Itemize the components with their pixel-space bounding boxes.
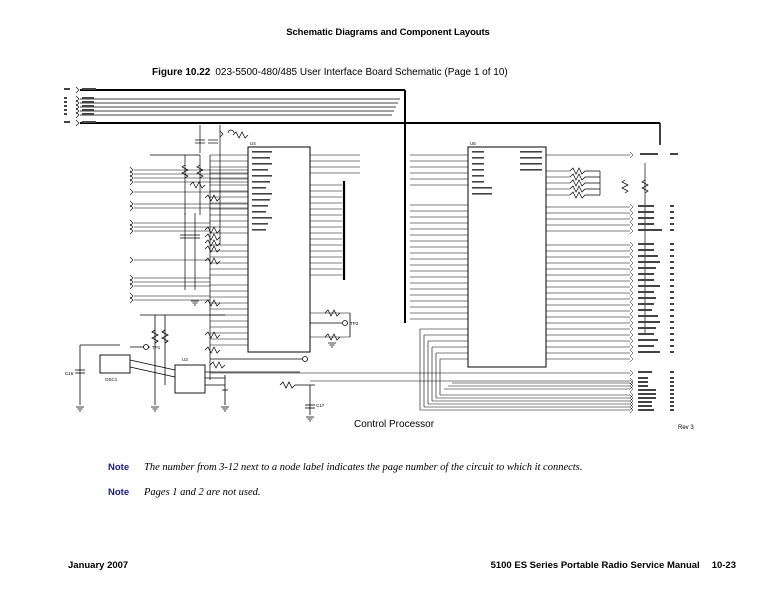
schematic-diagram: U4 U5 OSC1 U3 TP1 TP2 C16 C17 xyxy=(64,86,678,422)
note-2: Note Pages 1 and 2 are not used. xyxy=(108,486,261,498)
tp2-label: TP2 xyxy=(350,321,359,326)
note-text: The number from 3-12 next to a node labe… xyxy=(144,462,583,473)
c17-label: C17 xyxy=(316,403,325,408)
manual-title: 5100 ES Series Portable Radio Service Ma… xyxy=(490,560,700,571)
schematic-caption: Control Processor xyxy=(354,419,435,430)
u5-label: U5 xyxy=(470,141,476,146)
figure-caption: Figure 10.22 023-5500-480/485 User Interf… xyxy=(152,67,508,78)
osc-label: OSC1 xyxy=(105,377,118,382)
c16-label: C16 xyxy=(65,371,74,376)
note-label: Note xyxy=(108,462,130,473)
figure-title: 023-5500-480/485 User Interface Board Sc… xyxy=(215,67,508,78)
footer-manual: 5100 ES Series Portable Radio Service Ma… xyxy=(491,560,736,571)
u4-label: U4 xyxy=(250,141,256,146)
note-label: Note xyxy=(108,487,130,498)
page-header: Schematic Diagrams and Component Layouts xyxy=(286,27,490,38)
revision-label: Rev 3 xyxy=(678,425,694,431)
note-text: Pages 1 and 2 are not used. xyxy=(144,487,261,498)
page-number: 10-23 xyxy=(711,560,736,571)
figure-number: Figure 10.22 xyxy=(152,67,211,78)
tp1-label: TP1 xyxy=(152,345,161,350)
reset-ic-label: U3 xyxy=(182,357,188,362)
footer-date: January 2007 xyxy=(68,560,129,571)
note-1: Note The number from 3-12 next to a node … xyxy=(108,461,582,473)
